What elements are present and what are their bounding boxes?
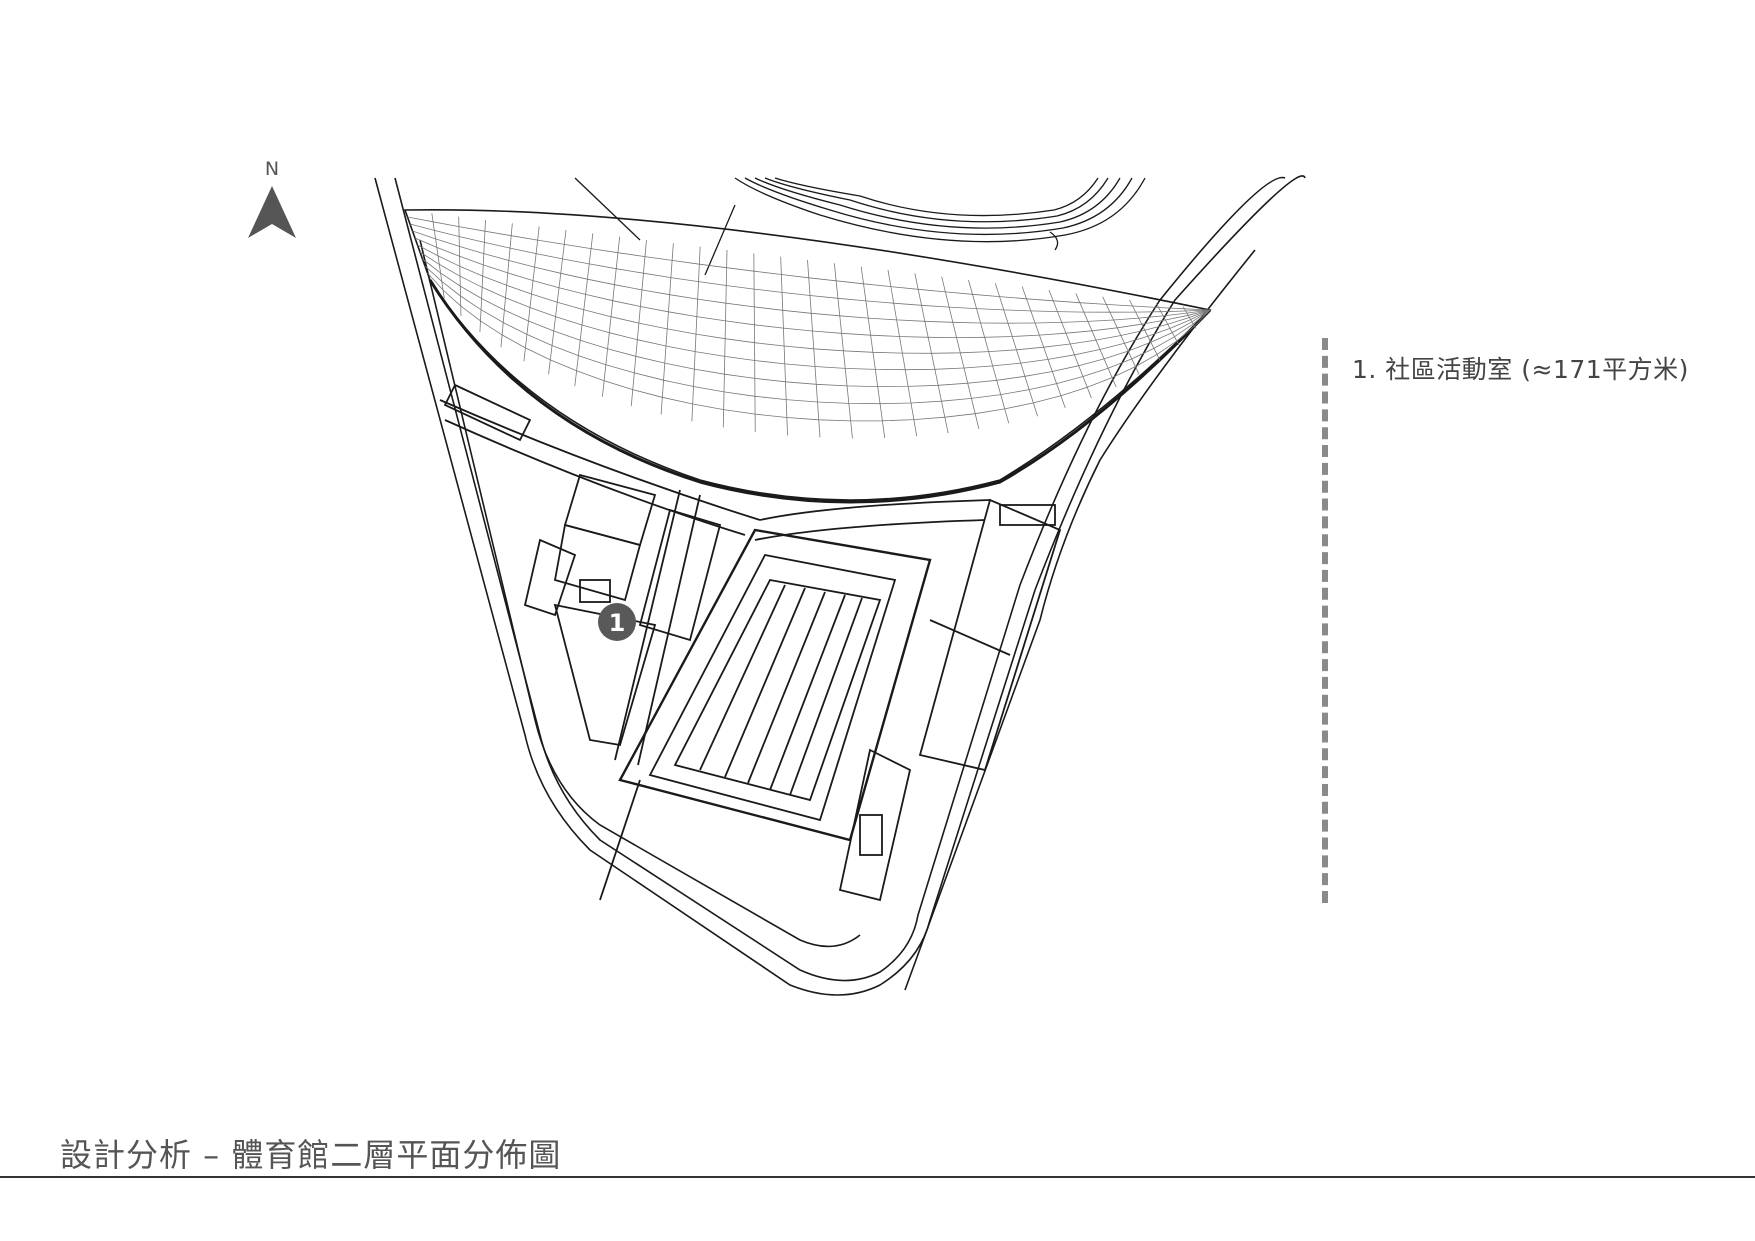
roof-grid-ring-line — [417, 244, 1211, 354]
stadium-tracks — [574, 177, 1146, 276]
north-compass: N — [246, 158, 298, 240]
roof-grid-lines — [407, 213, 1211, 439]
page-title: 設計分析 – 體育館二層平面分佈圖 — [60, 1136, 562, 1174]
roof-grid-ring-line — [427, 272, 1211, 422]
roof-grid-ring-line — [414, 237, 1211, 339]
marker-1-label: 1 — [609, 609, 626, 637]
roof-grid — [403, 208, 1212, 504]
roof-grid-ring-line — [412, 230, 1211, 324]
roof-grid-ring-line — [424, 265, 1211, 405]
legend-divider — [1322, 338, 1328, 903]
roof-grid-ring-line — [407, 216, 1211, 311]
legend-item-1: 1. 社區活動室 (≈171平方米) — [1352, 355, 1689, 384]
roof-grid-ring-line — [419, 251, 1211, 371]
buildings — [439, 383, 1062, 902]
north-label: N — [264, 158, 280, 180]
roof-grid-ring-line — [422, 258, 1211, 388]
north-arrow-icon — [248, 186, 296, 238]
footer-divider — [0, 1176, 1755, 1178]
roof-grid-ring-line — [409, 223, 1211, 313]
site-boundary — [374, 175, 1306, 996]
marker-1: 1 — [598, 603, 636, 641]
